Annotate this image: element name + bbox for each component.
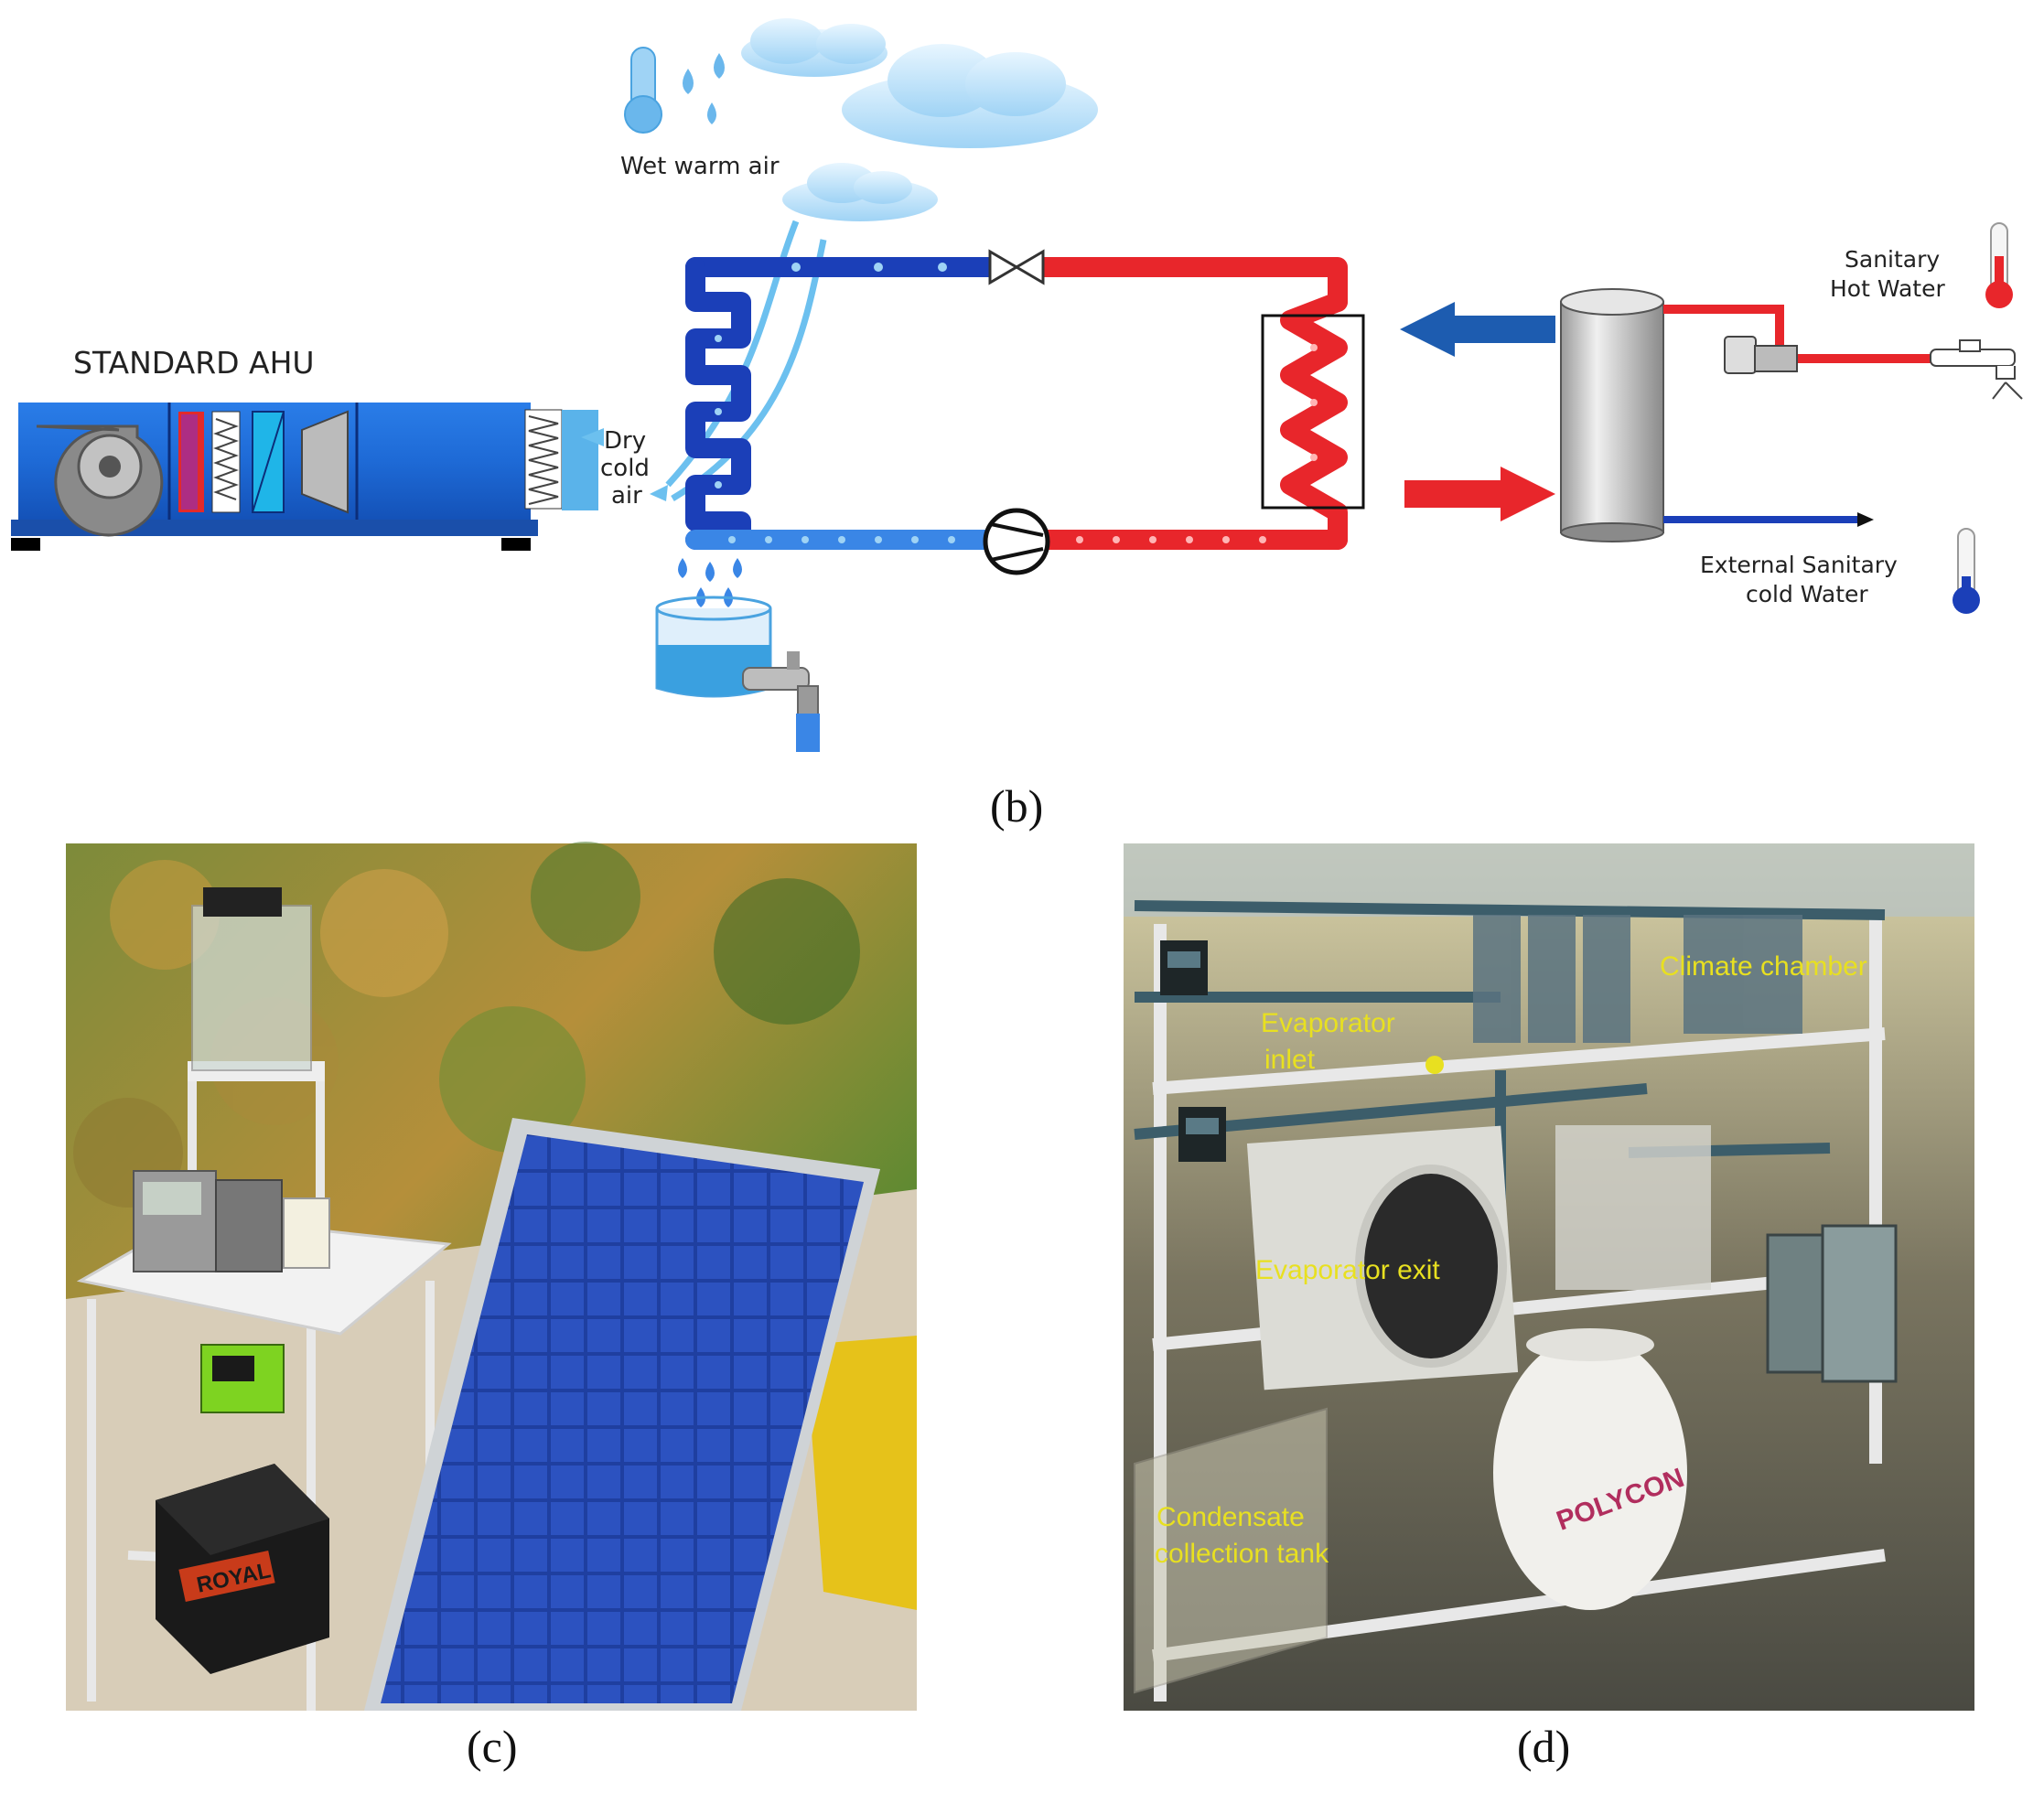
wet-warm-air-label: Wet warm air: [620, 153, 780, 180]
meter-icon: [1160, 940, 1226, 1162]
condenser-frame: [1261, 314, 1365, 510]
dry-cold-air-label-2: cold: [600, 455, 650, 482]
cloud-icon: [782, 163, 938, 221]
cloud-icon: [842, 44, 1098, 148]
dry-cold-air-label-3: air: [611, 482, 642, 510]
hedge-texture: [73, 842, 860, 1208]
filter-icon: [211, 411, 241, 513]
label-condensate-1: Condensate: [1156, 1502, 1305, 1532]
label-climate-chamber: Climate chamber: [1660, 951, 1867, 982]
fan-icon: [36, 424, 164, 537]
external-cold-water-label-1: External Sanitary: [1700, 552, 1898, 578]
caption-c: (c): [467, 1721, 518, 1772]
arrow-icon: [650, 485, 668, 501]
standard-ahu: STANDARD AHU: [11, 345, 598, 551]
compressor-icon: [983, 508, 1050, 575]
caption-d: (d): [1517, 1721, 1570, 1772]
cloud-icon: [741, 18, 888, 77]
panel-b-schematic: Wet warm air STANDARD AHU: [11, 18, 2023, 832]
thermometer-hot-icon: [1985, 222, 2013, 308]
thermometer-icon: [624, 47, 662, 134]
faucet-icon: [742, 651, 820, 752]
arrow-icon: [1404, 467, 1555, 521]
evaporator-box: [1246, 1125, 1519, 1390]
external-cold-water-label-2: cold Water: [1746, 581, 1868, 607]
hot-water-pipe: [1663, 305, 1931, 363]
refrigerant-circuit: [685, 257, 1348, 550]
chamber-modules: [1473, 915, 1802, 1043]
caption-b: (b): [990, 780, 1043, 832]
sanitary-hot-water-label-1: Sanitary: [1845, 246, 1940, 273]
panel-c-photo: ROYAL (c): [66, 842, 917, 1772]
battery: ROYAL: [156, 1464, 329, 1674]
dry-cold-air-label-1: Dry: [604, 427, 646, 455]
label-evaporator-inlet-1: Evaporator: [1261, 1008, 1395, 1038]
fan-cap: [203, 887, 282, 917]
water-drop-icon: [683, 53, 725, 124]
expansion-valve-icon: [988, 249, 1045, 285]
tap-icon: [1930, 339, 2023, 400]
polycon-tank: POLYCON: [1493, 1328, 1688, 1610]
panel-d-photo: POLYCON Climate chamber Evaporator inlet…: [1124, 843, 1974, 1772]
sanitary-hot-water-label-2: Hot Water: [1830, 275, 1945, 302]
label-evaporator-exit: Evaporator exit: [1255, 1255, 1440, 1285]
thermometer-cold-icon: [1953, 528, 1980, 614]
collection-bucket-icon: [655, 596, 772, 698]
ahu-label: STANDARD AHU: [73, 345, 315, 381]
refrigerant-bubbles: [1076, 344, 1318, 543]
sensor-marker: [1425, 1056, 1444, 1074]
solar-panel: [364, 1118, 880, 1711]
label-condensate-2: collection tank: [1155, 1539, 1329, 1569]
storage-tank-icon: [1560, 288, 1664, 542]
plug-device: [283, 1197, 330, 1269]
condensate-tank: [1134, 1407, 1328, 1694]
arrow-icon: [1400, 302, 1555, 357]
label-evaporator-inlet-2: inlet: [1264, 1045, 1316, 1075]
side-cabinet: [1555, 1125, 1711, 1290]
refrigerant-bubbles: [715, 263, 955, 543]
water-tank-transparent: [191, 905, 312, 1071]
control-box: [215, 1179, 283, 1272]
control-cabinet: [1821, 1224, 1898, 1383]
arrow-icon: [581, 428, 604, 446]
curb: [805, 1336, 917, 1610]
arrow-icon: [1857, 512, 1874, 527]
mixing-valve-icon: [1724, 336, 1798, 374]
